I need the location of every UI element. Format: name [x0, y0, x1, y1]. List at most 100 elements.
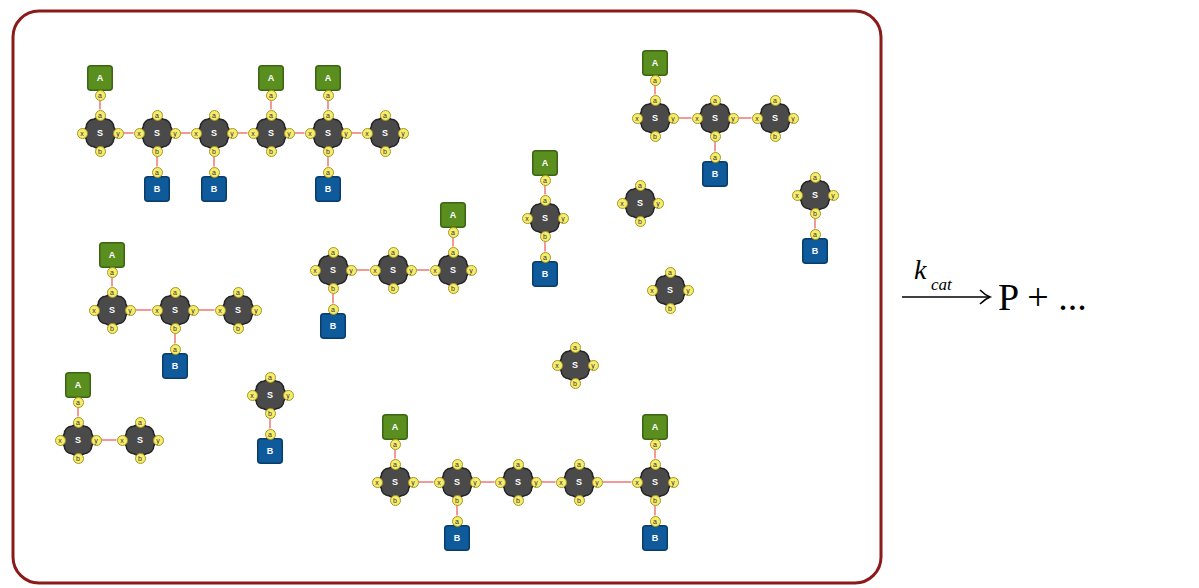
- site-name: y: [534, 479, 538, 486]
- site-name: b: [76, 455, 80, 462]
- scaffold-molecule: Saxyb: [246, 371, 294, 419]
- binding-site: a: [810, 229, 821, 240]
- binding-site: y: [728, 113, 739, 124]
- molecule-name: A: [109, 242, 116, 268]
- binding-site: a: [540, 252, 551, 263]
- site-name: a: [813, 231, 817, 238]
- binding-site: b: [540, 231, 551, 242]
- site-name: b: [573, 380, 577, 387]
- site-name: a: [455, 518, 459, 525]
- site-name: a: [713, 97, 717, 104]
- bond-line: [714, 142, 715, 152]
- bond-line: [213, 157, 214, 167]
- binding-site: b: [452, 495, 463, 506]
- ligand-body: [441, 203, 466, 228]
- site-name: y: [561, 215, 565, 222]
- binding-site: b: [323, 146, 334, 157]
- binding-site: a: [650, 95, 661, 106]
- site-name: x: [433, 267, 437, 274]
- site-name: y: [286, 392, 290, 399]
- lower-ligand-box: Ba: [802, 228, 828, 266]
- site-name: a: [653, 461, 657, 468]
- site-name: a: [212, 112, 216, 119]
- scaffold-molecule: Saxyb: [555, 458, 603, 506]
- molecule-name: B: [267, 438, 274, 464]
- site-name: y: [831, 192, 835, 199]
- binding-site: y: [341, 128, 352, 139]
- binding-site: b: [665, 303, 676, 314]
- bond-line: [542, 481, 556, 482]
- binding-site: x: [305, 128, 316, 139]
- site-name: a: [393, 441, 397, 448]
- binding-site: a: [380, 110, 391, 121]
- site-name: a: [98, 112, 102, 119]
- site-name: y: [191, 307, 195, 314]
- molecule-name: A: [75, 372, 82, 398]
- binding-site: x: [632, 113, 643, 124]
- bond-line: [679, 117, 692, 118]
- bond-line: [452, 238, 453, 247]
- molecule-name: A: [97, 65, 104, 91]
- upper-ligand-box: Aa: [440, 202, 466, 240]
- bond-line: [295, 132, 305, 133]
- binding-site: a: [328, 247, 339, 258]
- site-name: b: [773, 133, 777, 140]
- binding-site: y: [113, 128, 124, 139]
- scaffold-molecule: Saxyb: [361, 109, 409, 157]
- bond-line: [544, 242, 545, 252]
- binding-site: a: [323, 110, 334, 121]
- upper-ligand-box: Aa: [87, 65, 113, 103]
- binding-site: a: [170, 344, 181, 355]
- site-name: x: [80, 130, 84, 137]
- binding-site: a: [152, 110, 163, 121]
- site-name: a: [268, 431, 272, 438]
- lower-ligand-box: Ba: [162, 343, 188, 381]
- site-name: y: [595, 479, 599, 486]
- molecule-name: B: [542, 261, 549, 287]
- site-name: a: [451, 249, 455, 256]
- binding-site: b: [448, 283, 459, 294]
- binding-site: y: [153, 435, 164, 446]
- binding-site: a: [540, 195, 551, 206]
- site-name: a: [455, 461, 459, 468]
- bond-line: [124, 132, 134, 133]
- site-name: a: [653, 441, 657, 448]
- site-name: x: [635, 115, 639, 122]
- site-name: a: [110, 289, 114, 296]
- site-name: a: [653, 518, 657, 525]
- site-name: a: [110, 269, 114, 276]
- ligand-body: [321, 314, 346, 339]
- site-name: y: [94, 437, 98, 444]
- molecule-name: A: [450, 202, 457, 228]
- site-name: y: [254, 307, 258, 314]
- binding-site: a: [650, 516, 661, 527]
- binding-site: b: [265, 408, 276, 419]
- binding-site: b: [95, 146, 106, 157]
- binding-site: y: [592, 477, 603, 488]
- site-name: x: [695, 115, 699, 122]
- binding-site: b: [770, 131, 781, 142]
- site-name: b: [516, 497, 520, 504]
- bond-line: [654, 86, 655, 95]
- ligand-body: [703, 162, 728, 187]
- site-name: b: [391, 285, 395, 292]
- ligand-body: [803, 239, 828, 264]
- site-name: a: [577, 461, 581, 468]
- site-name: x: [555, 362, 559, 369]
- site-name: x: [437, 479, 441, 486]
- site-name: a: [653, 97, 657, 104]
- site-name: y: [469, 267, 473, 274]
- binding-site: b: [233, 323, 244, 334]
- bond-line: [394, 450, 395, 459]
- binding-site: y: [283, 390, 294, 401]
- scaffold-molecule: Saxyb: [751, 94, 799, 142]
- binding-site: x: [370, 265, 381, 276]
- binding-site: y: [398, 128, 409, 139]
- site-name: y: [791, 115, 795, 122]
- site-name: y: [671, 479, 675, 486]
- ligand-body: [163, 354, 188, 379]
- site-name: b: [638, 218, 642, 225]
- binding-site: a: [452, 459, 463, 470]
- ligand-body: [202, 177, 227, 202]
- binding-site: a: [107, 267, 118, 278]
